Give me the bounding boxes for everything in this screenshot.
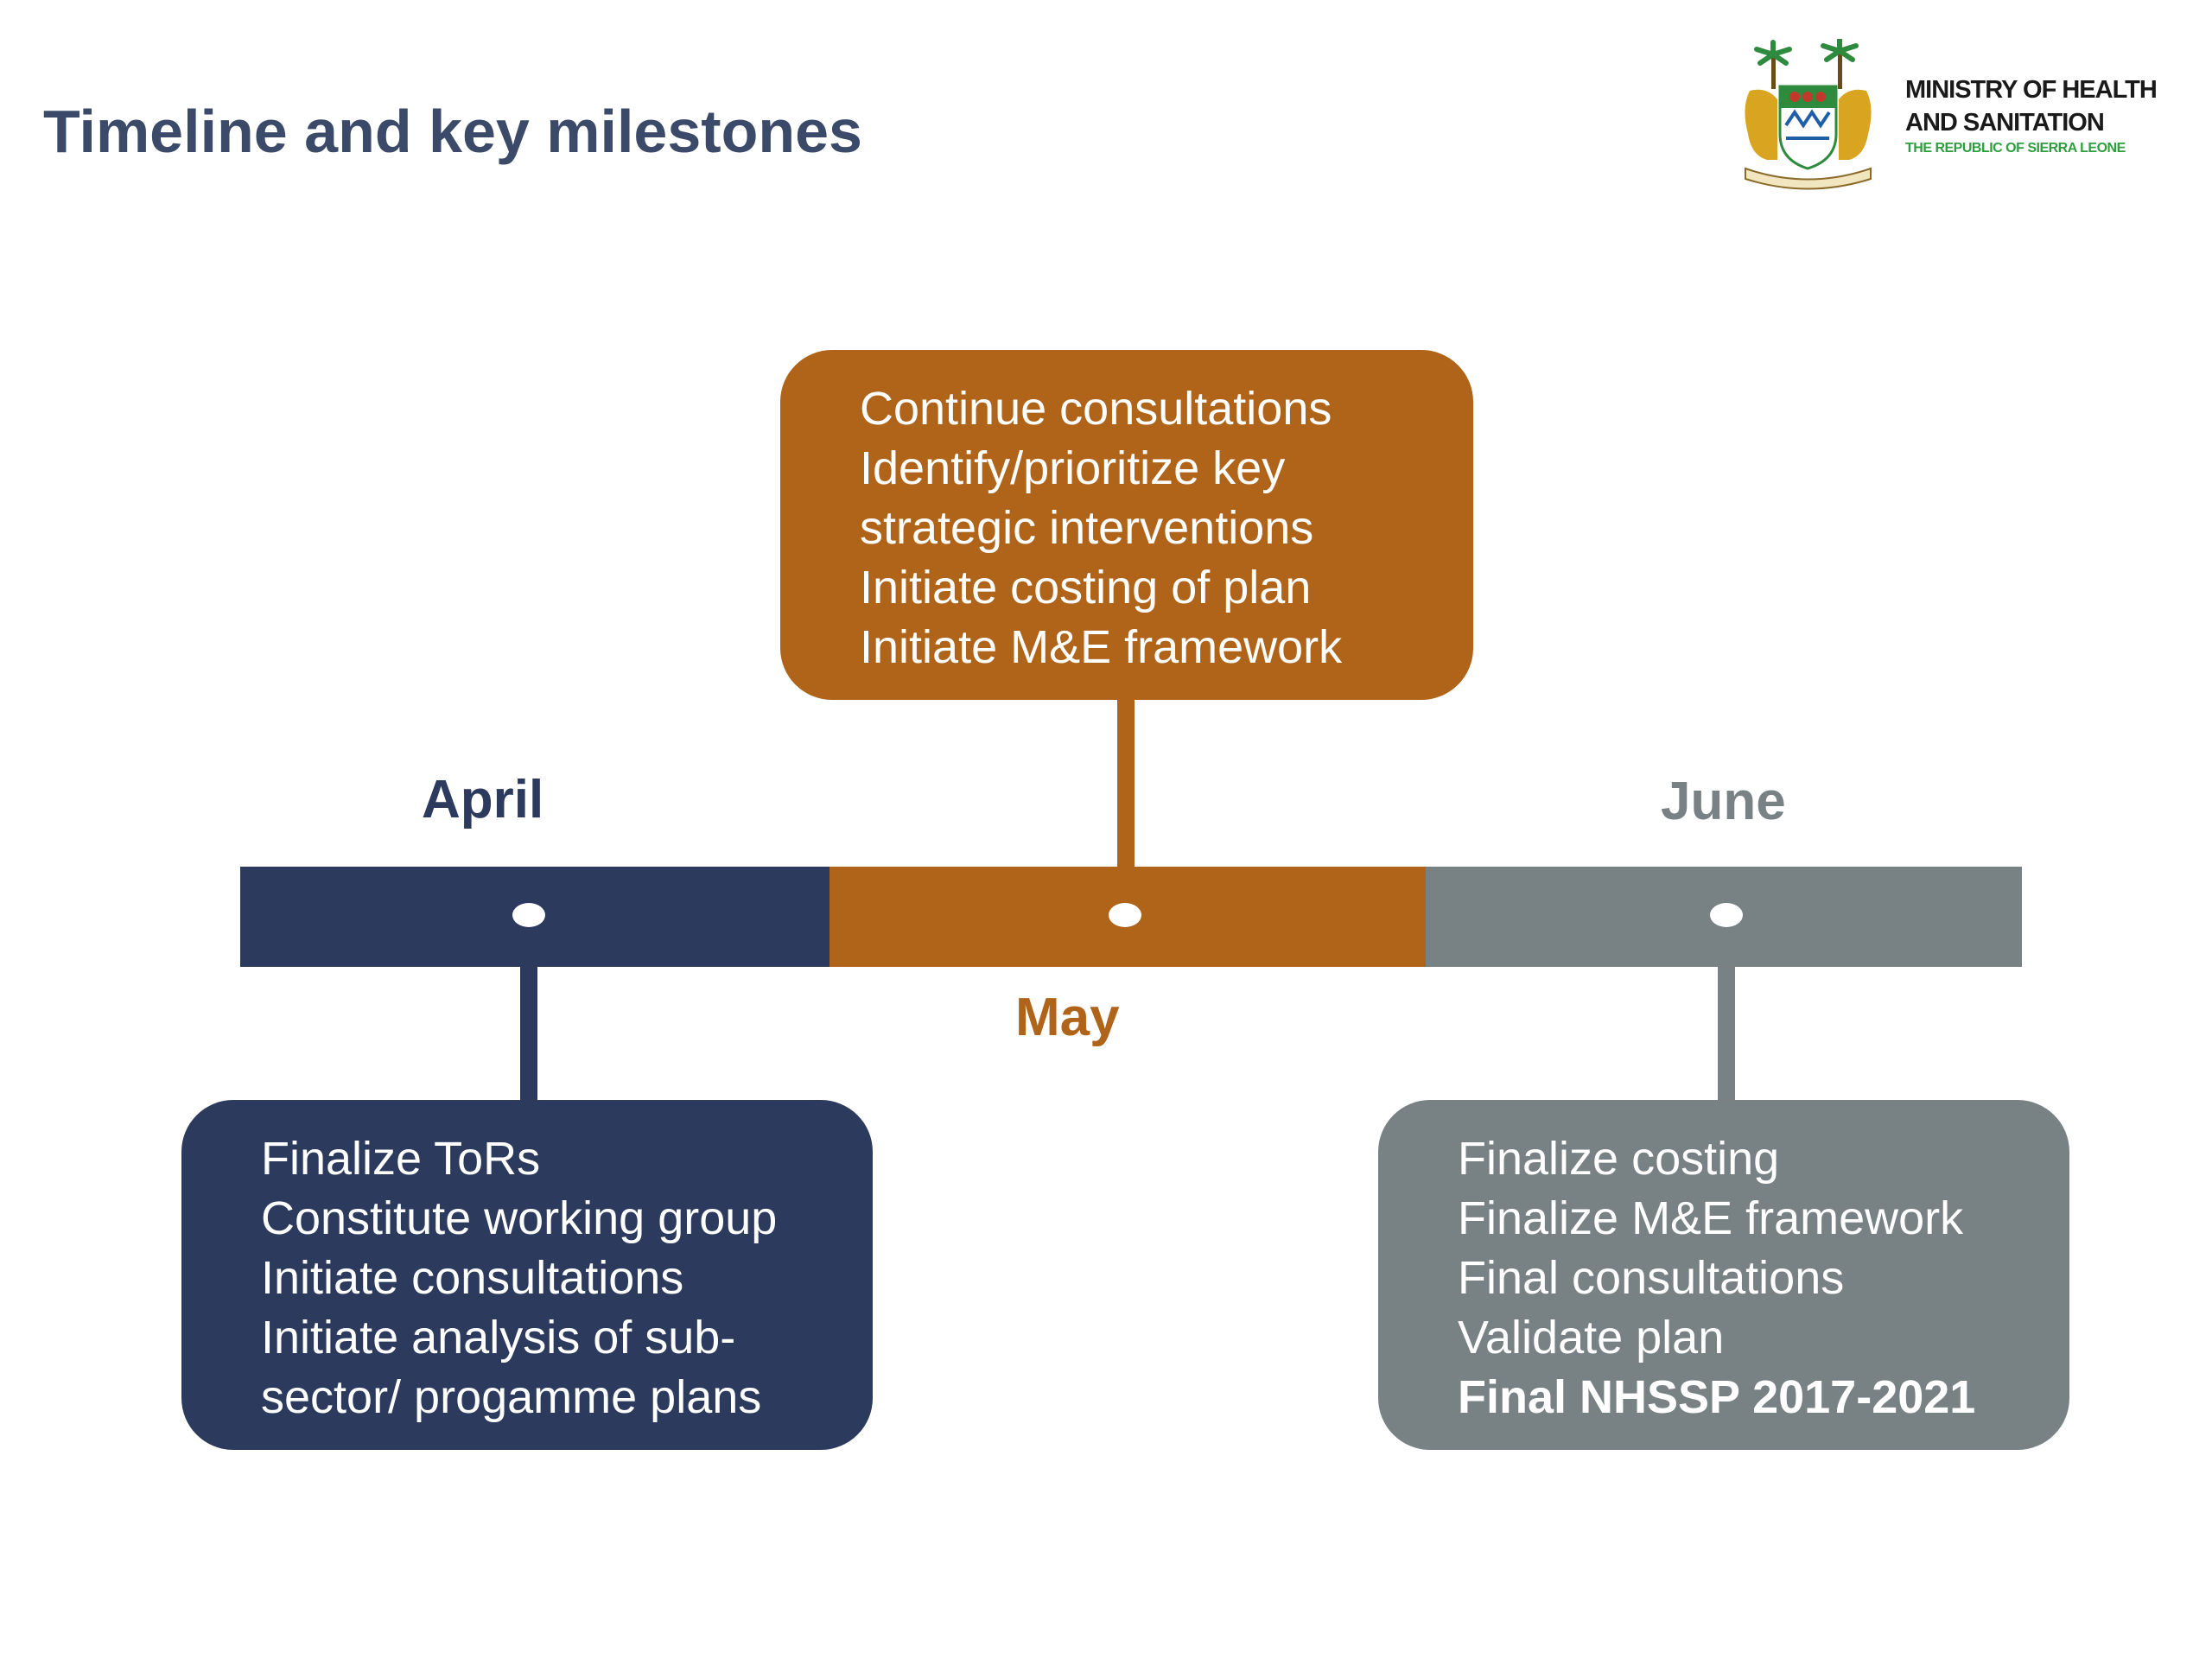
timeline-dot-may [1109, 903, 1141, 927]
may-item: Identify/prioritize key [860, 442, 1286, 494]
june-item: Final consultations [1458, 1252, 1845, 1304]
april-item: Initiate consultations [261, 1252, 684, 1304]
logo-line-sanitation: AND SANITATION [1905, 109, 2105, 137]
coat-of-arms-icon [1745, 39, 1872, 190]
may-milestones-box: Continue consultations Identify/prioriti… [780, 350, 1473, 700]
slide-title: Timeline and key milestones [43, 98, 862, 165]
june-connector [1718, 967, 1735, 1101]
may-connector [1117, 698, 1135, 868]
may-item: Continue consultations [860, 383, 1332, 435]
april-connector [520, 967, 537, 1101]
timeline-dot-june [1710, 903, 1743, 927]
ministry-logo: MINISTRY OF HEALTH AND SANITATION THE RE… [1732, 39, 2199, 194]
may-item: Initiate costing of plan [860, 562, 1312, 613]
april-item: Finalize ToRs [261, 1133, 541, 1185]
logo-text: MINISTRY OF HEALTH AND SANITATION THE RE… [1905, 73, 2158, 158]
timeline-dot-april [512, 903, 545, 927]
april-item: Initiate analysis of sub- [261, 1312, 736, 1363]
june-item: Finalize M&E framework [1458, 1192, 1964, 1244]
month-label-june: June [1661, 772, 1786, 831]
may-item: Initiate M&E framework [860, 621, 1343, 673]
june-item: Validate plan [1458, 1312, 1725, 1363]
may-item: strategic interventions [860, 502, 1314, 554]
month-label-april: April [422, 770, 544, 830]
june-item: Finalize costing [1458, 1133, 1780, 1185]
month-label-may: May [1015, 988, 1120, 1047]
april-milestones-box: Finalize ToRs Constitute working group I… [181, 1100, 873, 1450]
april-item: Constitute working group [261, 1192, 778, 1244]
logo-line-republic: THE REPUBLIC OF SIERRA LEONE [1905, 141, 2126, 156]
april-item: sector/ progamme plans [261, 1371, 762, 1423]
june-milestones-box: Finalize costing Finalize M&E framework … [1378, 1100, 2069, 1450]
logo-line-ministry: MINISTRY OF HEALTH [1905, 76, 2158, 104]
june-item-final-plan: Final NHSSP 2017-2021 [1458, 1371, 1976, 1423]
